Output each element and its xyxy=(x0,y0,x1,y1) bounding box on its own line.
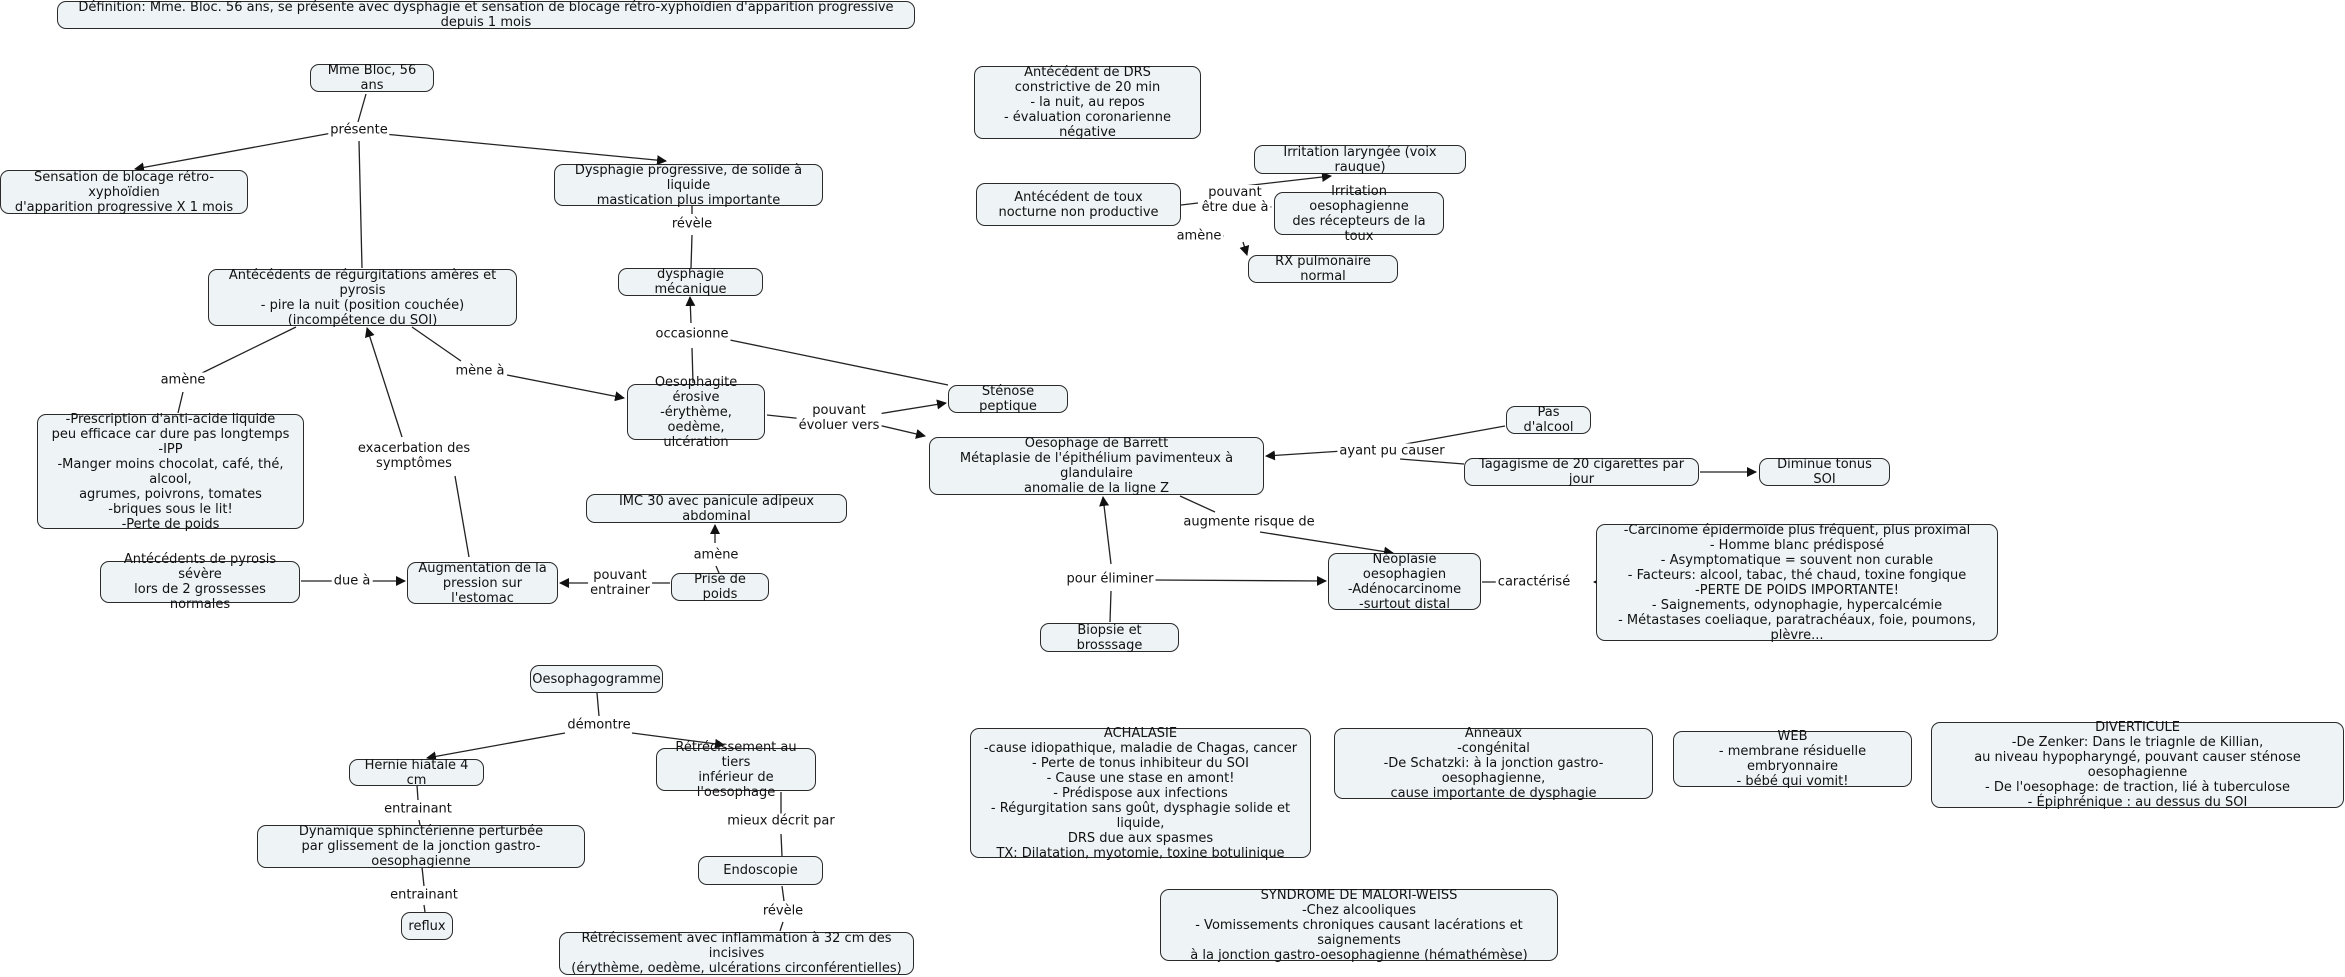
augmentation-pression-node: Augmentation de la pression sur l'estoma… xyxy=(407,561,558,606)
toux-node: Antécédent de toux nocturne non producti… xyxy=(976,183,1181,226)
link-label-presente: présente xyxy=(328,122,390,138)
antecedents-regurgitations-node: Antécédents de régurgitations amères et … xyxy=(208,268,517,328)
link-label-revele-2: révèle xyxy=(760,903,806,919)
irritation-laryngee-node: Irritation laryngée (voix rauque) xyxy=(1254,145,1466,175)
link-label-mieux-decrit: mieux décrit par xyxy=(725,813,837,829)
reflux-node: reflux xyxy=(401,912,453,940)
dysphagie-progressive-node: Dysphagie progressive, de solide à liqui… xyxy=(554,163,823,208)
imc-node: IMC 30 avec panicule adipeux abdominal xyxy=(586,494,847,524)
prise-poids-node: Prise de poids xyxy=(671,572,769,602)
diminue-soi-node: Diminue tonus SOI xyxy=(1759,457,1890,487)
link-label-demontre: démontre xyxy=(565,717,633,733)
carcinome-node: -Carcinome épidermoïde plus fréquent, pl… xyxy=(1596,523,1998,643)
link-label-pouvant-entrainer: pouvant entrainer xyxy=(588,568,652,598)
hernie-node: Hernie hiatale 4 cm xyxy=(349,758,484,788)
malori-weiss-node: SYNDROME DE MALORI-WEISS -Chez alcooliqu… xyxy=(1160,888,1558,963)
link-label-entrainant-2: entrainant xyxy=(388,887,460,903)
biopsie-node: Biopsie et brosssage xyxy=(1040,623,1179,653)
web-node: WEB - membrane résiduelle embryonnaire -… xyxy=(1673,729,1912,789)
drs-node: Antécédent de DRS constrictive de 20 min… xyxy=(974,65,1201,140)
neoplasie-node: Néoplasie oesophagien -Adénocarcinome -s… xyxy=(1328,552,1481,612)
link-label-entrainant-1: entrainant xyxy=(382,801,454,817)
link-label-caracterise: caractérisé xyxy=(1495,574,1573,590)
link-label-pouvant-evoluer: pouvant évoluer vers xyxy=(796,403,882,433)
oesophagite-node: Oesophagite érosive -érythème, oedème, u… xyxy=(627,375,765,450)
retrecissement-inflammation-node: Rétrécissement avec inflammation à 32 cm… xyxy=(559,931,914,976)
stenose-node: Sténose peptique xyxy=(948,384,1068,414)
diverticule-node: DIVERTICULE -De Zenker: Dans le triagnle… xyxy=(1931,720,2344,810)
link-label-ayant-pu-causer: ayant pu causer xyxy=(1337,443,1447,459)
prescription-node: -Prescription d'anti-acide liquide peu e… xyxy=(37,412,304,532)
link-label-occasionne: occasionne xyxy=(653,326,731,342)
link-label-amene-2: amène xyxy=(691,547,741,563)
mme-bloc-node: Mme Bloc, 56 ans xyxy=(310,63,434,93)
achalasie-node: ACHALASIE -cause idiopathique, maladie d… xyxy=(970,726,1311,861)
rx-pulmonaire-node: RX pulmonaire normal xyxy=(1248,254,1398,284)
link-label-pouvant-etre-due: pouvant être due à xyxy=(1199,185,1271,215)
link-label-amene-1: amène xyxy=(158,372,208,388)
endoscopie-node: Endoscopie xyxy=(698,856,823,885)
definition-node: Définition: Mme. Bloc. 56 ans, se présen… xyxy=(57,0,915,30)
link-label-revele-1: révèle xyxy=(669,216,715,232)
link-label-exacerbation: exacerbation des symptômes xyxy=(355,441,473,471)
anneaux-node: Anneaux -congénital -De Schatzki: à la j… xyxy=(1334,726,1653,801)
retrecissement-node: Rétrécissement au tiers inférieur de l'o… xyxy=(656,740,816,800)
pas-alcool-node: Pas d'alcool xyxy=(1506,405,1591,435)
link-label-amene-3: amène xyxy=(1174,228,1224,244)
link-label-due-a: due à xyxy=(331,573,373,589)
pyrosis-grossesses-node: Antécédents de pyrosis sévère lors de 2 … xyxy=(100,552,300,612)
dynamique-node: Dynamique sphinctérienne perturbée par g… xyxy=(257,824,585,869)
link-label-pour-eliminer: pour éliminer xyxy=(1064,571,1156,587)
dysphagie-mecanique-node: dysphagie mécanique xyxy=(618,267,763,297)
barrett-node: Oesophage de Barrett Métaplasie de l'épi… xyxy=(929,436,1264,496)
tabagisme-node: Tagagisme de 20 cigarettes par jour xyxy=(1464,457,1699,487)
link-label-augmente-risque: augmente risque de xyxy=(1181,514,1317,530)
oesophagogramme-node: Oesophagogramme xyxy=(530,665,663,693)
link-label-mene-a: mène à xyxy=(453,363,507,379)
irritation-oesophagienne-node: Irritation oesophagienne des récepteurs … xyxy=(1274,184,1444,244)
sensation-node: Sensation de blocage rétro-xyphoïdien d'… xyxy=(0,170,248,215)
